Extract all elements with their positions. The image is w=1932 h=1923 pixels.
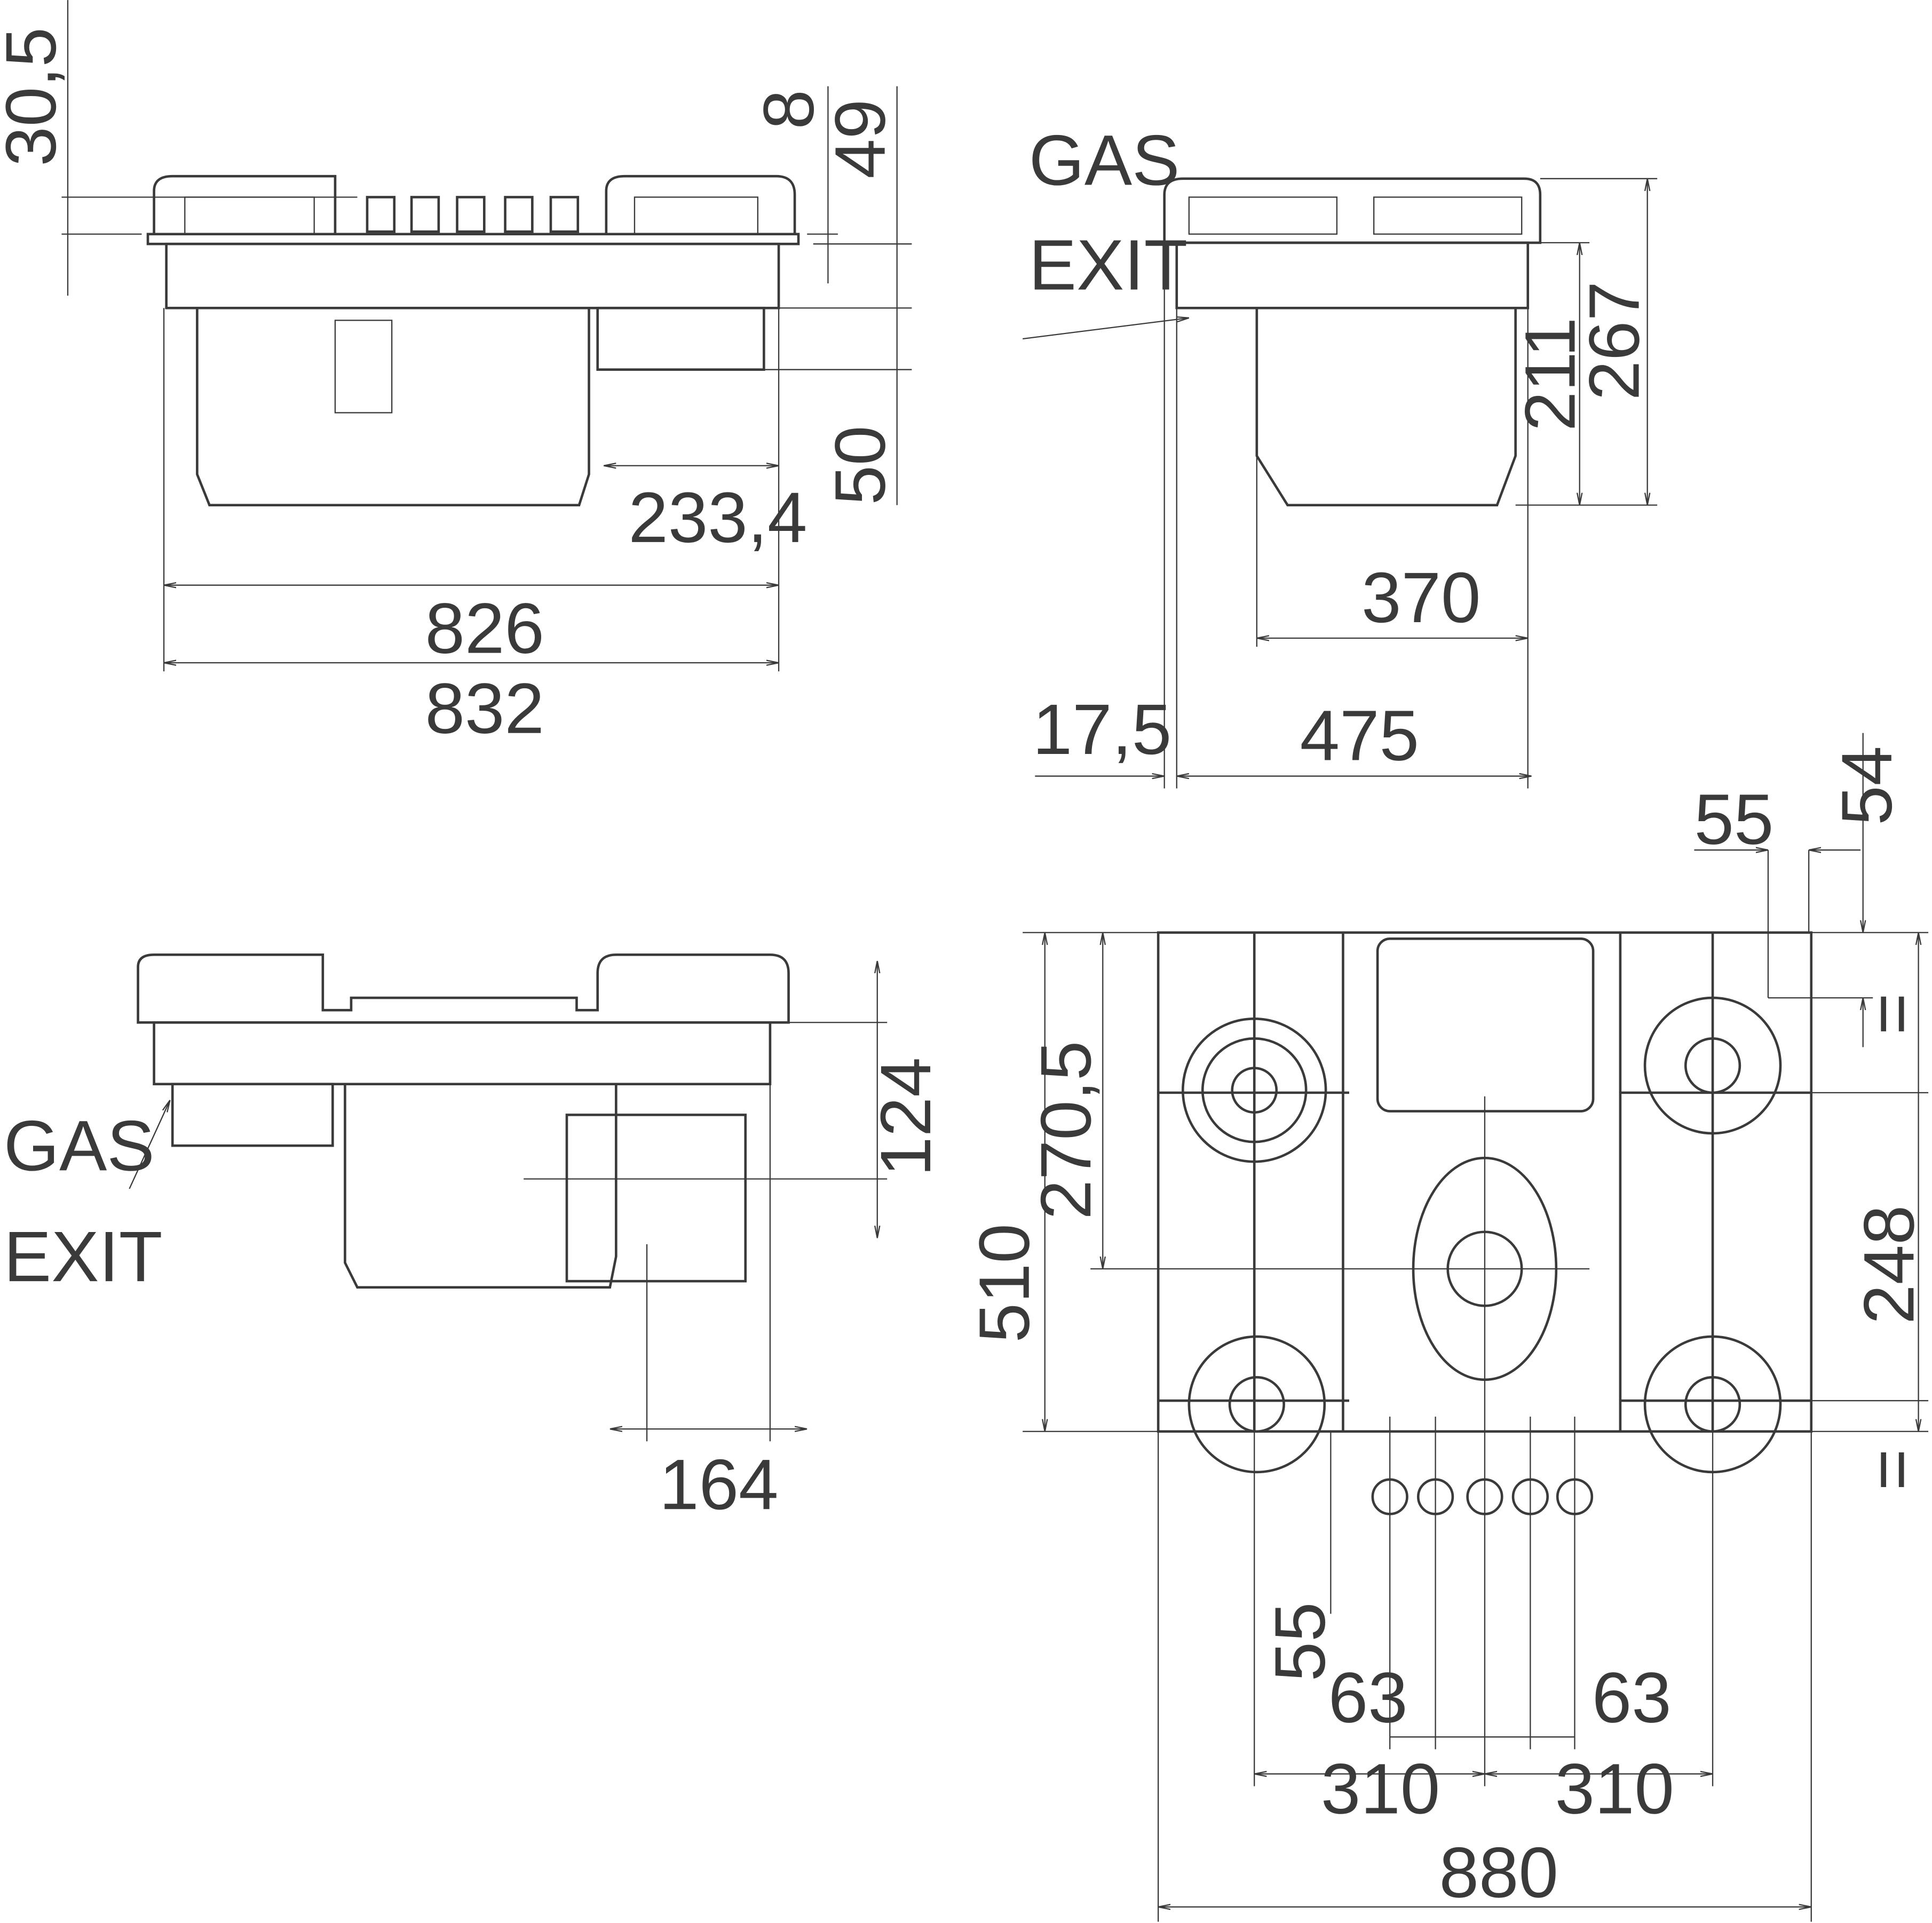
dim-box-drop: 50 [821,426,900,505]
dim-knob-offset: 55 [1261,1602,1340,1681]
dim-top-offset: 30,5 [0,27,71,166]
plan-view: 510 270,5 248 = = 55 54 55 63 63 310 310… [965,733,1931,1922]
dim-body-height: 211 [1510,317,1590,431]
dim-equal-top: = [1852,993,1931,1035]
dim-box-width: 233,4 [628,478,807,558]
dim-inner-width: 826 [425,589,544,669]
dim-depth: 510 [965,1223,1044,1342]
exit-label: EXIT [1029,226,1188,305]
dim-width: 880 [1439,1833,1558,1912]
dim-exit-height: 124 [866,1057,946,1176]
dim-total-height: 267 [1575,281,1654,400]
dim-burner-right: 310 [1555,1749,1674,1829]
dim-exit-width: 164 [659,1445,778,1524]
dim-height-top: 49 [821,99,900,179]
dim-knob-left: 63 [1328,1658,1408,1738]
dim-plate: 8 [749,90,829,129]
dim-corner-y: 54 [1827,746,1907,825]
dim-burner-row: 270,5 [1026,1041,1106,1220]
dim-corner-x: 55 [1694,780,1773,860]
knob-icons [366,196,580,233]
dim-offset: 17,5 [1033,690,1172,769]
dim-burner-left: 310 [1321,1749,1440,1829]
dim-equal-bottom: = [1852,1449,1931,1490]
dim-depth-body: 370 [1361,558,1480,638]
gas-label: GAS [1029,121,1180,200]
knob-icons [1371,1478,1594,1515]
dim-knob-right: 63 [1592,1658,1672,1738]
dim-outer-width: 832 [425,669,544,749]
burner-icon [184,196,758,235]
display-panel [1376,937,1595,1113]
dim-burner-spacing-y: 248 [1849,1205,1929,1324]
side-view: GAS EXIT 267 211 370 17,5 475 [1023,121,1658,789]
exit-label: EXIT [4,1217,163,1297]
rear-view: GAS EXIT 124 164 [4,953,946,1524]
dim-depth-total: 475 [1300,696,1419,776]
gas-label: GAS [4,1106,155,1186]
front-view: 30,5 8 49 50 233,4 826 832 [0,0,912,749]
